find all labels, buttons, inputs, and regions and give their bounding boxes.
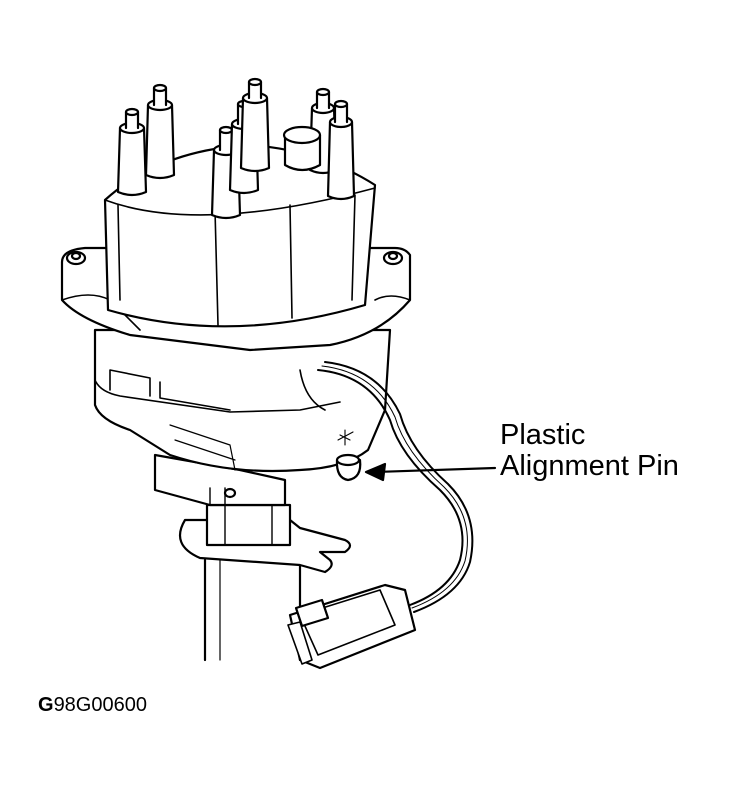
callout-line-1: Plastic (500, 419, 586, 451)
cap-vent (282, 125, 322, 172)
figure-code-number: 98G00600 (53, 694, 147, 716)
shaft-collar (205, 503, 292, 547)
distributor-shaft (203, 558, 302, 662)
spark-plug-terminals (116, 77, 356, 220)
figure-code-prefix: G (38, 694, 54, 716)
callout-arrow (364, 462, 497, 482)
wire-connector (287, 583, 417, 670)
figure-code: G98G00600 (38, 694, 147, 717)
distributor-housing (93, 328, 392, 473)
alignment-pin (335, 453, 362, 482)
callout-label: Plastic Alignment Pin (500, 420, 679, 482)
callout-line-2: Alignment Pin (500, 450, 679, 482)
wiring-harness (317, 361, 474, 613)
